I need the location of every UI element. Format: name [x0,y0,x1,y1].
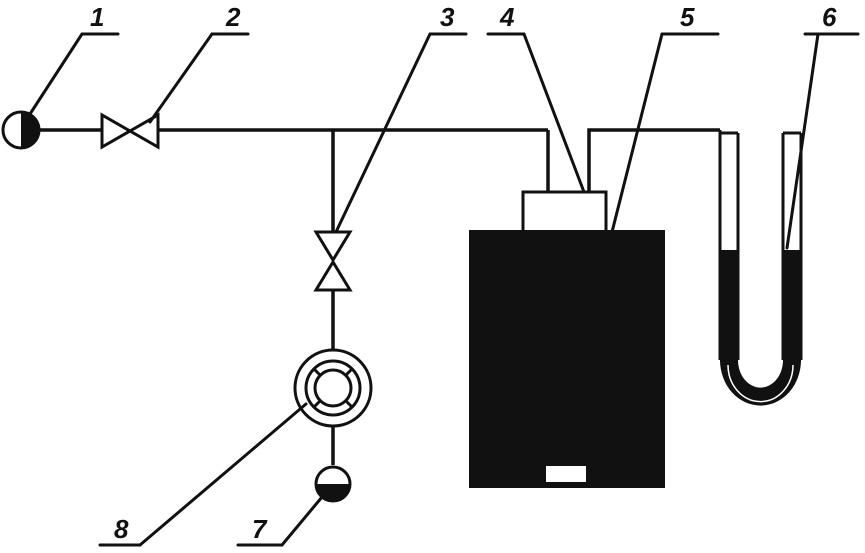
leader-7 [236,495,324,547]
label-5: 5 [680,2,695,32]
flow-meter-8 [293,348,373,428]
label-4: 4 [499,2,515,32]
leader-1 [28,32,120,116]
label-3: 3 [440,2,455,32]
label-1: 1 [90,2,104,32]
valve-2 [100,112,160,150]
label-7: 7 [252,514,268,544]
source-circle-1 [1,110,41,150]
leader-8 [98,402,308,547]
leader-4 [486,32,586,194]
container-window [546,466,586,482]
u-tube-manometer-6 [718,130,803,406]
container-5 [469,230,665,488]
pump-7 [314,465,352,503]
pipe-cap-to-manometer [587,128,720,192]
leader-6 [785,32,860,250]
label-2: 2 [225,2,241,32]
leader-5 [610,32,720,234]
cap-block-4 [521,190,608,234]
leader-3 [334,32,468,234]
valve-3 [313,230,353,292]
leader-2 [148,32,250,124]
label-6: 6 [822,2,837,32]
label-8: 8 [114,514,129,544]
